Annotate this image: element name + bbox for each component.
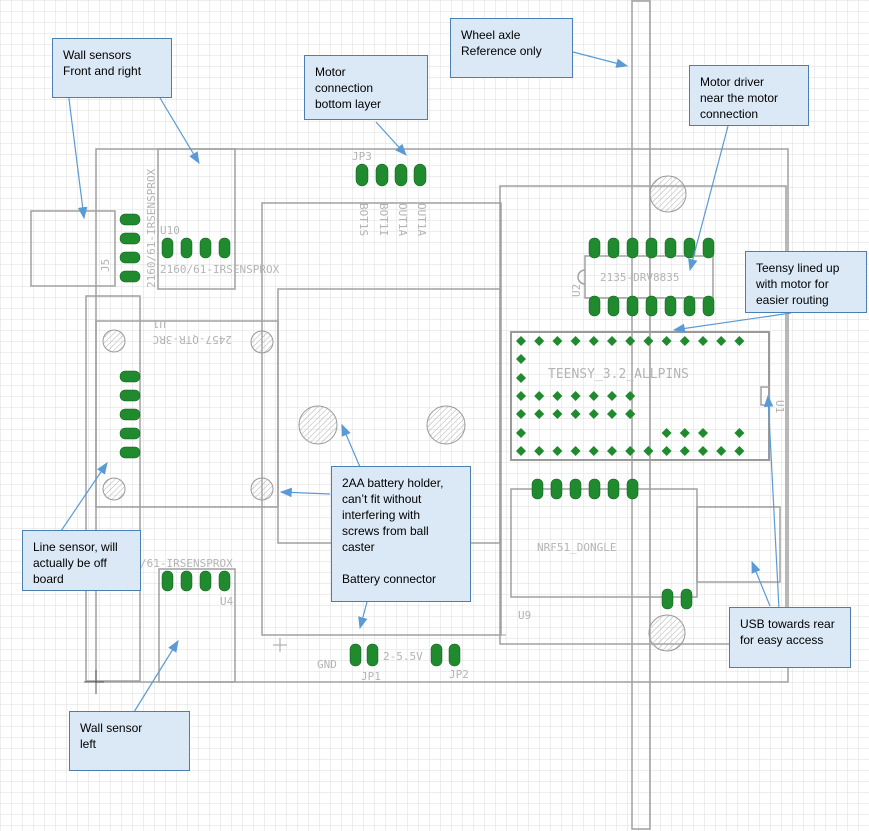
voltage-label: 2-5.5V (383, 650, 423, 663)
u9-label: U9 (518, 609, 531, 622)
teensy-pad (516, 354, 526, 364)
teensy-pad (716, 446, 727, 456)
teensy-pad (552, 409, 563, 419)
teensy-pads (516, 336, 745, 456)
teensy-pad (698, 428, 708, 438)
teensy-pad (534, 336, 545, 346)
teensy-pad (516, 446, 526, 456)
teensy-pad (679, 446, 690, 456)
teensy-pad (661, 336, 672, 346)
drv-label: 2135-DRV8835 (600, 271, 679, 284)
callout-motor-connection: Motor connection bottom layer (304, 55, 428, 120)
teensy-pad (734, 336, 745, 346)
teensy-pad (625, 446, 636, 456)
teensy-pad (661, 428, 672, 438)
irsens-vertical-label: 2160/61-IRSENSPROX (145, 168, 158, 288)
teensy-pad (734, 428, 745, 438)
teensy-pad (588, 446, 599, 456)
out1a-label: OUT1A (396, 203, 409, 236)
gnd-label: GND (317, 658, 337, 671)
nrf-label: NRF51_DONGLE (537, 541, 616, 554)
callout-motor-driver: Motor driver near the motor connection (689, 65, 809, 126)
irsens-horizontal-label: 2160/61-IRSENSPROX (160, 263, 280, 276)
teensy-pad (625, 336, 636, 346)
jp1-label: JP1 (361, 670, 381, 683)
teensy-pad (625, 391, 636, 401)
teensy-pad (607, 446, 617, 456)
teensy-pad (534, 446, 545, 456)
teensy-label: TEENSY_3.2_ALLPINS (548, 367, 689, 382)
callout-wall-sensors-front-right: Wall sensors Front and right (52, 38, 172, 98)
teensy-pad (534, 391, 545, 401)
teensy-pad (588, 409, 599, 419)
teensy-pad (698, 336, 708, 346)
teensy-pad (516, 336, 526, 346)
callout-usb: USB towards rear for easy access (729, 607, 851, 668)
teensy-pad (552, 446, 563, 456)
teensy-pad (607, 336, 617, 346)
callout-arrows (60, 51, 792, 713)
teensy-pad (716, 336, 727, 346)
teensy-pad (588, 336, 599, 346)
mounting-holes (102, 175, 687, 652)
u1-left-label: U1 (153, 317, 166, 330)
teensy-pad (534, 409, 545, 419)
teensy-pad (516, 409, 526, 419)
teensy-pad (570, 446, 581, 456)
pcb-labels: JP3 BOT1S BOT1I OUT1A OUT1A U10 2160/61-… (99, 150, 786, 683)
callout-battery: 2AA battery holder, can’t fit without in… (331, 466, 471, 602)
teensy-pad (607, 409, 617, 419)
callout-wall-sensor-left: Wall sensor left (69, 711, 190, 771)
u1-right-label: U1 (773, 400, 786, 413)
teensy-pad (643, 446, 654, 456)
teensy-pad (570, 391, 581, 401)
teensy-pad (607, 391, 617, 401)
bot1i-label: BOT1I (377, 203, 390, 236)
u10-label: U10 (160, 224, 180, 237)
callout-line-sensor: Line sensor, will actually be off board (22, 530, 141, 591)
teensy-pad (698, 446, 708, 456)
irsens-bottom-label: /61-IRSENSPROX (140, 557, 233, 570)
u4-label: U4 (220, 595, 234, 608)
teensy-pad (734, 446, 745, 456)
teensy-pad (570, 336, 581, 346)
teensy-pad (588, 391, 599, 401)
green-pads (119, 163, 715, 667)
u2-label: U2 (570, 284, 583, 297)
teensy-pad (516, 391, 526, 401)
callout-wheel-axle: Wheel axle Reference only (450, 18, 573, 78)
teensy-pad (643, 336, 654, 346)
teensy-pad (552, 391, 563, 401)
teensy-pad (679, 428, 690, 438)
callout-teensy: Teensy lined up with motor for easier ro… (745, 251, 867, 313)
teensy-pad (661, 446, 672, 456)
teensy-pad (516, 373, 526, 383)
jp2-label: JP2 (449, 668, 469, 681)
teensy-pad (679, 336, 690, 346)
j5-label: J5 (99, 259, 112, 272)
bot1s-label: BOT1S (357, 203, 370, 236)
qtr-label: 2457-QTR-3RC (153, 333, 232, 346)
origin-crosses (84, 629, 506, 694)
out2a-label: OUT1A (415, 203, 428, 236)
teensy-pad (552, 336, 563, 346)
teensy-pad (625, 409, 636, 419)
jp3-label: JP3 (352, 150, 372, 163)
teensy-pad (570, 409, 581, 419)
teensy-pad (516, 428, 526, 438)
